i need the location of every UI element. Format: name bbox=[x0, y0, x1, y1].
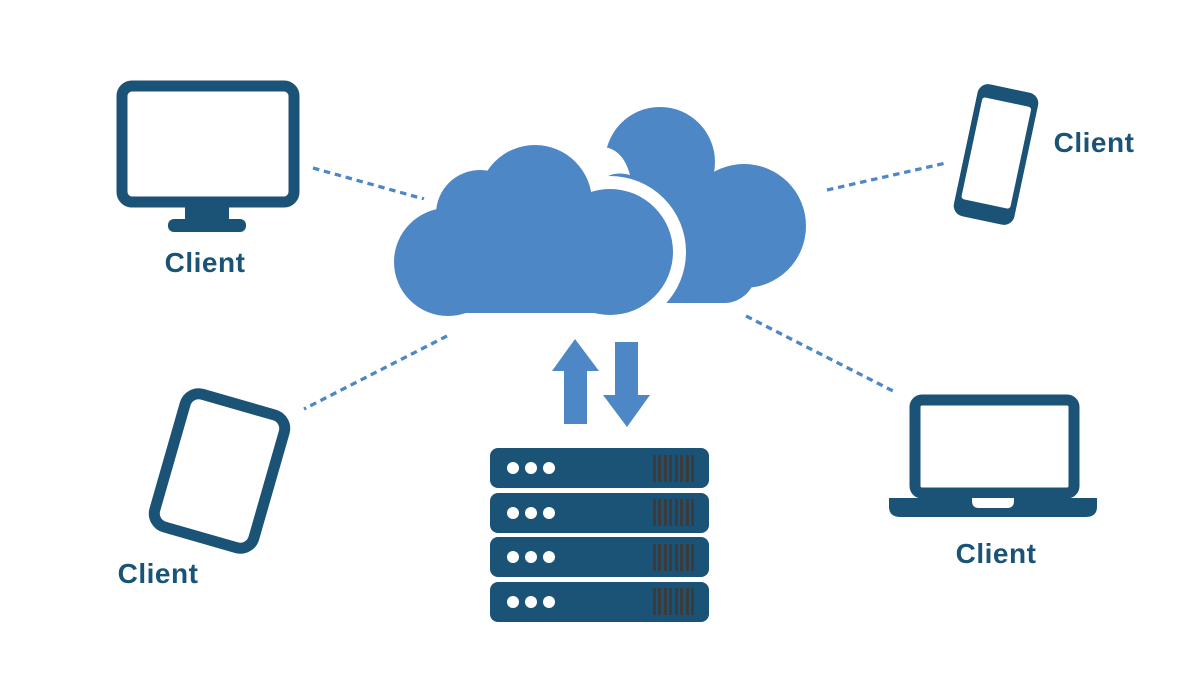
server-led-lights bbox=[507, 551, 555, 563]
smartphone-icon bbox=[953, 84, 1039, 225]
client-phone bbox=[952, 82, 1041, 227]
client-desktop bbox=[113, 80, 303, 236]
client-laptop-label: Client bbox=[955, 538, 1037, 569]
server-led-lights bbox=[507, 506, 555, 519]
server-vent-grill bbox=[652, 454, 694, 482]
connector-cloud-laptop bbox=[745, 314, 894, 393]
server-unit bbox=[490, 448, 709, 488]
server-vent-grill bbox=[652, 588, 694, 615]
connector-cloud-phone bbox=[826, 161, 947, 192]
connector-lines bbox=[303, 161, 947, 411]
client-tablet-label: Client bbox=[117, 558, 199, 589]
client-laptop bbox=[887, 393, 1099, 519]
download-arrow-icon bbox=[603, 342, 650, 427]
tablet-icon bbox=[148, 388, 291, 554]
server-led-lights bbox=[507, 462, 555, 474]
upload-arrow-icon bbox=[552, 339, 599, 424]
laptop-icon bbox=[889, 394, 1097, 517]
server-unit bbox=[490, 492, 709, 533]
desktop-monitor-icon bbox=[116, 80, 300, 232]
client-phone-label: Client bbox=[1053, 127, 1135, 158]
client-tablet bbox=[144, 383, 296, 559]
laptop-notch bbox=[972, 498, 1014, 508]
connector-monitor-cloud bbox=[312, 166, 425, 201]
server-unit bbox=[490, 581, 709, 622]
cloud-front-icon bbox=[394, 145, 673, 316]
server-vent-grill bbox=[652, 543, 694, 571]
sync-arrows bbox=[552, 339, 650, 427]
server-led-lights bbox=[507, 595, 555, 608]
server-vent-grill bbox=[652, 499, 694, 526]
server-rack-icon bbox=[490, 448, 709, 622]
server-unit bbox=[490, 537, 709, 577]
connector-cloud-tablet bbox=[303, 334, 448, 411]
cloud-curl-notch bbox=[590, 146, 630, 194]
client-desktop-label: Client bbox=[164, 247, 246, 278]
